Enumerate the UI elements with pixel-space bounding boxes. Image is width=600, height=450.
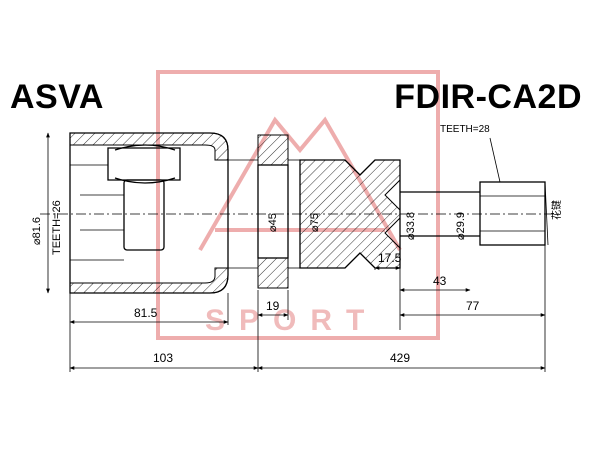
drive-shaft bbox=[400, 181, 549, 246]
watermark-text: SPORT bbox=[205, 304, 378, 337]
boot-bellows bbox=[299, 159, 401, 269]
boot-collar bbox=[257, 134, 300, 289]
dim-43: 43 bbox=[433, 274, 447, 288]
dim-77: 77 bbox=[466, 299, 480, 313]
tripod-roller bbox=[70, 144, 181, 261]
dim-81-5: 81.5 bbox=[134, 306, 158, 320]
dia-outer-label: ⌀81.6 bbox=[31, 217, 43, 245]
dia-45-label: ⌀45 bbox=[267, 213, 279, 232]
outer-housing bbox=[69, 132, 258, 294]
dim-429: 429 bbox=[390, 351, 410, 365]
dia-33-label: ⌀33.8 bbox=[405, 212, 417, 240]
spline-mark: 花键 bbox=[550, 200, 563, 220]
dim-19: 19 bbox=[266, 299, 280, 313]
dim-17-5: 17.5 bbox=[378, 251, 402, 265]
watermark-logo: SPORT bbox=[156, 70, 440, 340]
spline-leader bbox=[489, 137, 501, 183]
dim-103: 103 bbox=[153, 351, 173, 365]
extension-lines bbox=[69, 245, 546, 372]
part-number: FDIR-CA2D bbox=[394, 78, 582, 116]
brand-label: ASVA bbox=[10, 78, 104, 116]
dia-29-label: ⌀29.9 bbox=[455, 212, 467, 240]
inner-teeth-label: TEETH=26 bbox=[51, 200, 63, 255]
spline-teeth-note: TEETH=28 bbox=[440, 124, 490, 135]
dia-75-label: ⌀75 bbox=[309, 213, 321, 232]
